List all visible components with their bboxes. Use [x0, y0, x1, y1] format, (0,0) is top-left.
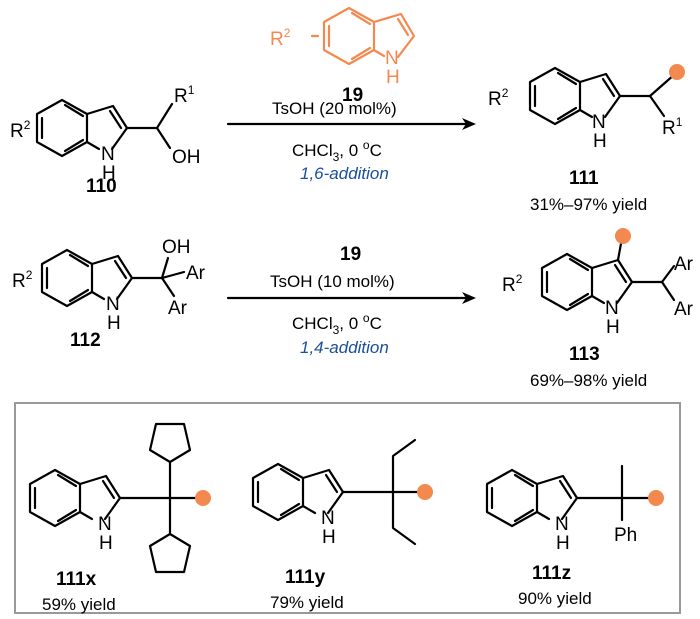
example-111z-label: 111z: [532, 563, 571, 584]
product-111-dot: [669, 64, 685, 80]
substrate-112-oh: OH: [162, 237, 191, 258]
substrate-110-label: 110: [86, 176, 117, 197]
product-111-structure: R2 R1 N H: [488, 64, 685, 152]
reaction1-catalyst: TsOH (20 mol%): [272, 99, 397, 118]
reagent-19-n: N: [385, 48, 399, 69]
example-111y-label: 111y: [285, 567, 326, 588]
example-111z-ph: Ph: [614, 525, 637, 546]
substrate-112-r2: R2: [12, 268, 33, 292]
example-111z-h: H: [556, 533, 570, 554]
reagent-19-h: H: [386, 67, 400, 88]
product-113-yield: 69%–98% yield: [530, 371, 647, 390]
example-111z-dot: [648, 490, 664, 506]
substrate-112-ar1: Ar: [186, 263, 206, 284]
reaction1-solvent: CHCl3, 0 oC: [292, 138, 382, 164]
substrate-110-oh: OH: [172, 147, 201, 168]
reagent-19-r2: R2: [270, 26, 291, 50]
example-111x-structure: N H: [28, 422, 211, 574]
reaction2-catalyst: TsOH (10 mol%): [270, 272, 395, 291]
substrate-112-n: N: [106, 294, 120, 315]
reaction2-addition-type: 1,4-addition: [300, 338, 389, 357]
product-111-n: N: [592, 112, 606, 133]
product-111-label: 111: [569, 168, 599, 189]
reagent-19-structure: R2 N H: [270, 6, 416, 88]
example-111y-structure: N H: [251, 438, 433, 548]
example-111z-structure: Ph N H: [485, 464, 664, 554]
substrate-112-ar2: Ar: [168, 298, 188, 319]
product-111-yield: 31%–97% yield: [530, 195, 647, 214]
product-113-r2: R2: [502, 272, 523, 296]
product-111-r1: R1: [662, 115, 683, 139]
reaction1-addition-type: 1,6-addition: [300, 164, 389, 183]
product-113-ar1: Ar: [674, 254, 694, 275]
substrate-112-h: H: [107, 313, 121, 334]
substrate-110-n: N: [101, 144, 115, 165]
product-113-ar2: Ar: [674, 299, 694, 320]
product-113-label: 113: [569, 344, 600, 365]
example-111y-h: H: [322, 527, 336, 548]
example-111y-dot: [417, 484, 433, 500]
example-111x-h: H: [99, 533, 113, 554]
example-111x-label: 111x: [56, 569, 97, 590]
example-111y-n: N: [321, 508, 335, 529]
example-111z-yield: 90% yield: [518, 589, 592, 608]
substrate-110-r2: R2: [10, 118, 31, 142]
product-113-dot: [615, 228, 631, 244]
examples-box: [14, 402, 681, 614]
example-111x-dot: [195, 490, 211, 506]
substrate-112-structure: OH Ar Ar R2 N H: [12, 237, 206, 334]
example-111x-n: N: [98, 514, 112, 535]
example-111y-yield: 79% yield: [270, 593, 344, 612]
product-111-r2: R2: [488, 86, 509, 110]
reaction2-reagent-label: 19: [340, 244, 361, 265]
product-113-structure: Ar Ar R2 N H: [502, 228, 694, 338]
substrate-110-structure: R2 R1 OH N H: [10, 83, 201, 184]
product-113-h: H: [606, 317, 620, 338]
substrate-110-h: H: [102, 163, 116, 184]
substrate-112-label: 112: [70, 330, 101, 351]
reaction2-solvent: CHCl3, 0 oC: [292, 311, 382, 337]
example-111x-yield: 59% yield: [42, 595, 116, 614]
product-113-n: N: [605, 298, 619, 319]
product-111-h: H: [593, 131, 607, 152]
substrate-110-r1: R1: [174, 83, 195, 107]
example-111z-n: N: [555, 514, 569, 535]
reagent-19-label: 19: [342, 85, 363, 106]
